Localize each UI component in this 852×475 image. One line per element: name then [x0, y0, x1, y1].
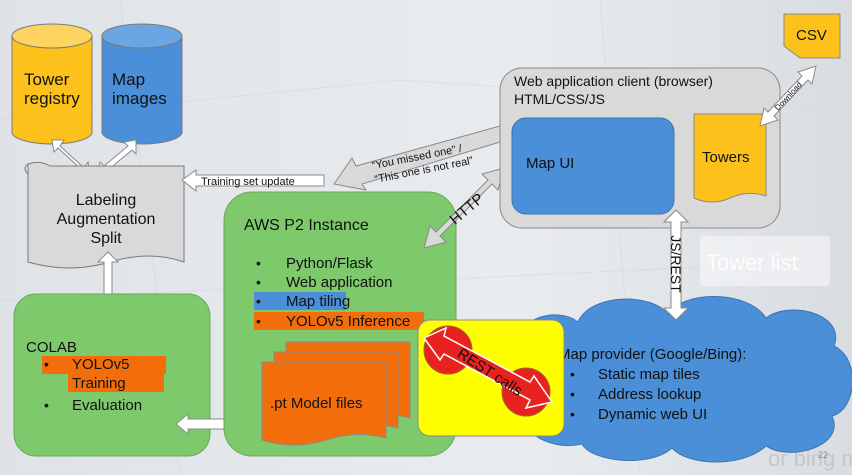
jsrest-arrow: JS/REST: [662, 209, 690, 321]
aws-bullet-1: •: [256, 255, 261, 271]
colab-bullet-2: •: [44, 397, 49, 413]
colab-item-1-highlight-a: [42, 356, 166, 374]
colab-item-1-highlight-b: [68, 374, 164, 392]
labeling-line-1: Labeling: [76, 192, 137, 209]
web-client-box: Web application client (browser) HTML/CS…: [499, 67, 781, 229]
aws-bullet-4: •: [256, 313, 261, 329]
aws-item-3: Map tiling: [286, 293, 350, 310]
map-provider-bullet-1: •: [570, 366, 575, 382]
aws-bullet-3: •: [256, 293, 261, 309]
map-provider-bullet-2: •: [570, 386, 575, 402]
tower-registry-label-2: registry: [24, 89, 80, 108]
model-files-label: .pt Model files: [270, 395, 363, 412]
aws-item-4: YOLOv5 Inference: [286, 313, 410, 330]
csv-label: CSV: [796, 27, 827, 44]
rest-double-arrow: [422, 326, 554, 410]
labeling-document: Labeling Augmentation Split: [24, 161, 185, 269]
background-tower-list-text: Tower list: [706, 250, 798, 275]
colab-title: COLAB: [26, 339, 77, 356]
csv-document: CSV: [783, 13, 841, 59]
colab-box: COLAB • YOLOv5 Training • Evaluation: [13, 293, 211, 457]
rest-calls-box: REST calls: [417, 319, 565, 437]
map-provider-item-3: Dynamic web UI: [598, 406, 707, 423]
map-images-label-1: Map: [112, 70, 145, 89]
jsrest-label: JS/REST: [668, 235, 684, 293]
training-set-update-arrow: Training set update: [181, 169, 325, 193]
colab-item-2: Evaluation: [72, 397, 142, 414]
map-ui-box: [511, 117, 675, 215]
model-files-stack: .pt Model files: [261, 341, 411, 446]
background-tower-list-box: [700, 236, 830, 286]
training-set-update-label: Training set update: [201, 176, 295, 188]
web-client-title-2: HTML/CSS/JS: [514, 91, 605, 107]
aws-bullet-2: •: [256, 274, 261, 290]
aws-item-1: Python/Flask: [286, 255, 373, 272]
colab-item-1-line-2: Training: [72, 375, 126, 392]
tower-registry-label-1: Tower: [24, 70, 70, 89]
colab-item-1-line-1: YOLOv5: [72, 356, 130, 373]
map-provider-cloud: Map provider (Google/Bing): • Static map…: [506, 296, 852, 463]
map-provider-item-2: Address lookup: [598, 386, 701, 403]
map-images-database: Map images: [101, 23, 183, 145]
map-provider-item-1: Static map tiles: [598, 366, 700, 383]
map-provider-title: Map provider (Google/Bing):: [558, 346, 746, 363]
colab-bullet-1: •: [44, 356, 49, 372]
labeling-line-2: Augmentation: [57, 211, 156, 228]
aws-title: AWS P2 Instance: [244, 217, 369, 234]
towers-label: Towers: [702, 149, 750, 166]
web-client-title-1: Web application client (browser): [514, 73, 713, 89]
labeling-line-3: Split: [90, 230, 122, 247]
tower-registry-database: Tower registry: [11, 23, 93, 145]
aws-item-3-highlight: [254, 292, 346, 310]
map-provider-bullet-3: •: [570, 406, 575, 422]
aws-item-4-highlight: [254, 312, 424, 330]
towers-document: [693, 113, 767, 203]
page-number: 22: [818, 450, 828, 460]
map-ui-label: Map UI: [526, 155, 574, 172]
aws-item-2: Web application: [286, 274, 392, 291]
map-images-label-2: images: [112, 89, 167, 108]
